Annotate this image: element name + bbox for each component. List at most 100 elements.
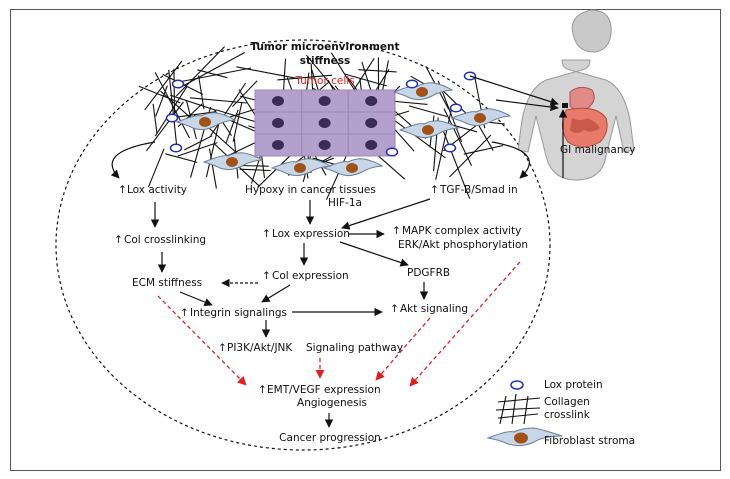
fibroblast [175, 112, 237, 131]
up-arrow-col-crosslinking: ↑ [114, 234, 123, 246]
col-crosslinking-label: Col crosslinking [124, 234, 206, 246]
legend-collagen-label-2: crosslink [544, 409, 591, 421]
collagen-fiber [232, 102, 243, 142]
collagen-fiber [449, 134, 492, 178]
collagen-fiber [463, 144, 504, 155]
collagen-fiber [442, 130, 471, 199]
collagen-fiber [358, 69, 397, 73]
integrin-signalings-label: Integrin signalings [190, 307, 287, 319]
mapk-label: MAPK complex activity [402, 225, 521, 237]
collagen-fiber [435, 110, 452, 180]
up-arrow-lox-expression: ↑ [262, 228, 271, 240]
collagen-fiber [177, 142, 218, 157]
fibroblast-group [175, 82, 512, 177]
ecm-stiffness-label: ECM stiffness [132, 277, 202, 289]
arrow-mesh-to-gi-2 [495, 99, 559, 112]
lox-activity-label: Lox activity [127, 184, 187, 196]
pdgfrb-label: PDGFRB [407, 267, 450, 279]
cell-nucleus [272, 140, 284, 150]
collagen-fiber [239, 168, 271, 172]
red-arrow-tgf-to-emt [409, 261, 521, 387]
title-line-1: Tumor microenvironment [250, 41, 399, 53]
collagen-fiber [189, 97, 247, 104]
cell-nucleus [318, 118, 331, 128]
figure-frame [10, 9, 721, 471]
cell-nucleus [365, 140, 378, 150]
erk-label: ERK/Akt phosphorylation [398, 239, 528, 251]
collagen-fiber [205, 121, 220, 178]
cell-nucleus [318, 140, 331, 150]
collagen-fiber [208, 148, 217, 189]
lox-protein [169, 143, 183, 153]
up-arrow-tgf: ↑ [430, 184, 439, 196]
cell-nucleus [272, 96, 284, 106]
collagen-fiber [155, 85, 168, 117]
fibroblast [392, 82, 454, 101]
collagen-fiber [198, 75, 205, 110]
arrow-tgf-to-lox-expression [341, 198, 431, 230]
arrow-mesh-to-gi [469, 75, 559, 106]
lox-protein [171, 79, 185, 89]
legend-fibroblast-icon [486, 427, 563, 447]
lox-protein [405, 79, 419, 89]
cancer-progression-label: Cancer progression [279, 432, 381, 444]
human-torso-icon [517, 9, 635, 181]
hypoxy-label: Hypoxy in cancer tissues [245, 184, 376, 196]
up-arrow-emt: ↑ [258, 384, 267, 396]
tumor-cells-label: Tumor cells [294, 75, 354, 87]
collagen-fiber [408, 105, 448, 118]
akt-signaling-label: Akt signaling [400, 303, 468, 315]
collagen-fiber [138, 85, 181, 104]
collagen-fiber [197, 69, 228, 79]
curved-arrow-left [110, 141, 156, 179]
collagen-fiber [146, 101, 184, 152]
tgf-label: TGF-B/Smad in [439, 184, 518, 196]
up-arrow-col-expression: ↑ [262, 270, 271, 282]
collagen-fiber [168, 69, 178, 145]
legend-fibroblast-label: Fibroblast stroma [544, 435, 635, 447]
legend-collagen-icon [495, 393, 541, 425]
cell-nucleus [365, 118, 378, 128]
lox-protein [443, 143, 457, 153]
arrow-col-expression-to-integrin [261, 284, 291, 303]
arrow-lox-expression-to-pdgfrb [339, 241, 409, 267]
signaling-pathway-label: Signaling pathway [306, 342, 403, 354]
pi3k-label: PI3K/Akt/JNK [227, 342, 293, 354]
lox-expression-label: Lox expression [272, 228, 350, 240]
up-arrow-integrin: ↑ [180, 307, 189, 319]
fibroblast [398, 120, 460, 139]
collagen-fiber [330, 52, 357, 93]
legend: Lox protein Collagen crosslink Fibroblas… [486, 379, 635, 447]
title-line-2: stiffness [300, 55, 350, 67]
microenvironment-boundary [55, 39, 551, 451]
cell-nucleus [365, 96, 378, 106]
legend-collagen-label-1: Collagen [544, 396, 590, 408]
collagen-fiber [305, 54, 341, 96]
up-arrow-lox-activity: ↑ [118, 184, 127, 196]
fibroblast [270, 158, 332, 177]
legend-lox-protein-icon [510, 380, 524, 390]
legend-lox-protein-label: Lox protein [544, 379, 603, 391]
curved-arrow-right [491, 141, 530, 179]
collagen-fiber [184, 135, 213, 151]
collagen-fiber [277, 74, 333, 81]
emt-label: EMT/VEGF expression [267, 384, 381, 396]
collagen-fiber [154, 72, 190, 139]
fibroblast [450, 108, 512, 127]
collagen-fiber [443, 108, 473, 166]
up-arrow-pi3k: ↑ [218, 342, 227, 354]
up-arrow-akt: ↑ [390, 303, 399, 315]
collagen-fiber [170, 94, 217, 112]
collagen-fiber [160, 90, 194, 121]
tumor-cell-cluster [254, 89, 396, 157]
collagen-fiber [236, 66, 299, 80]
angiogenesis-label: Angiogenesis [297, 397, 367, 409]
collagen-fiber [147, 148, 165, 188]
fibroblast [202, 152, 264, 171]
up-arrow-mapk: ↑ [392, 225, 401, 237]
hif-label: HIF-1a [328, 197, 362, 209]
collagen-fiber [144, 60, 183, 111]
collagen-fiber [175, 46, 225, 97]
lox-protein [165, 113, 179, 123]
